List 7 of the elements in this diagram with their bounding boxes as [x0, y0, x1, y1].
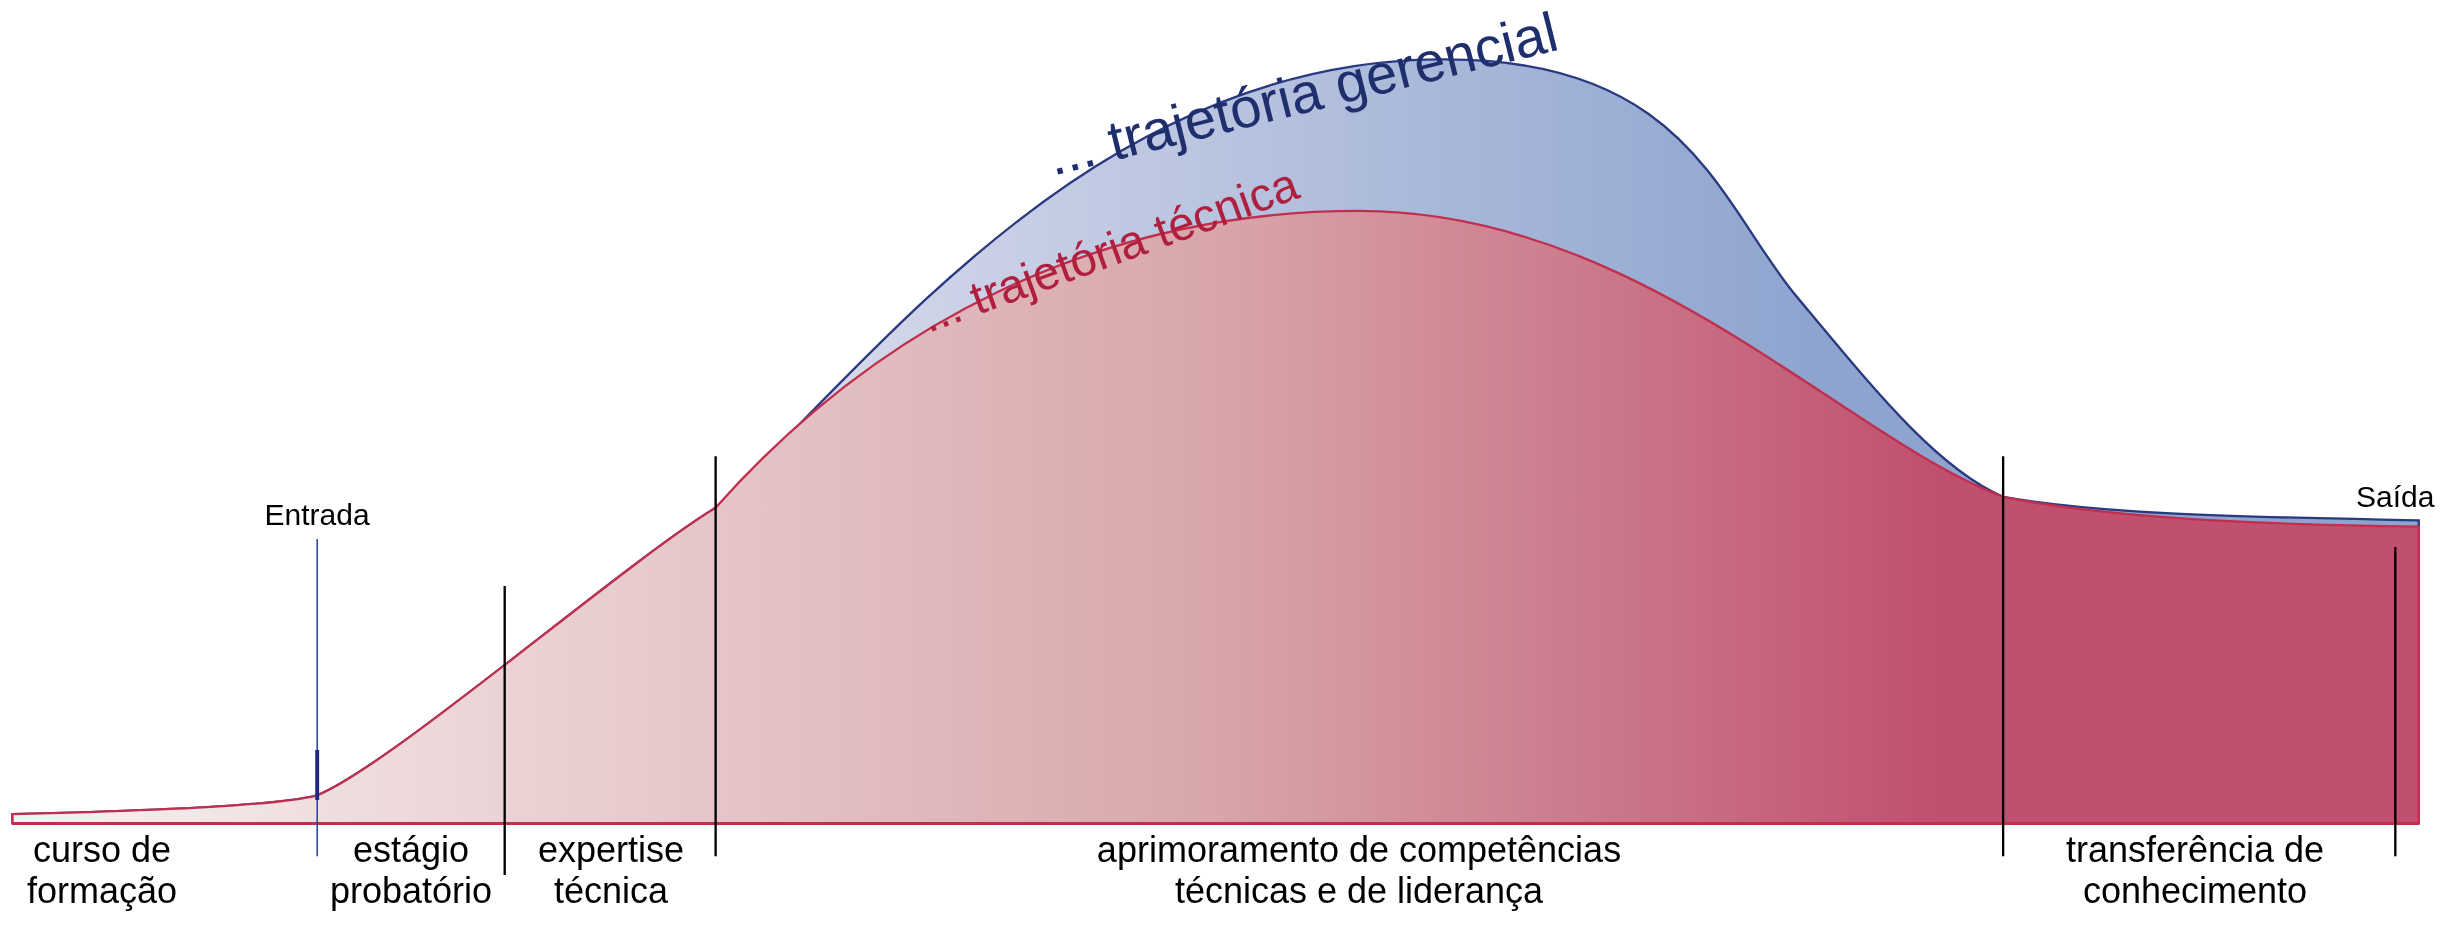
phase-label: estágio probatório	[328, 828, 494, 912]
phase-label: transferência de conhecimento	[2064, 828, 2326, 912]
exit-label: Saída	[2356, 479, 2435, 514]
entry-label: Entrada	[264, 497, 370, 532]
phase-label: aprimoramento de competências técnicas e de liderança	[1095, 828, 1623, 912]
phase-label: curso de formação	[25, 828, 179, 912]
phase-label: expertise técnica	[536, 828, 686, 912]
